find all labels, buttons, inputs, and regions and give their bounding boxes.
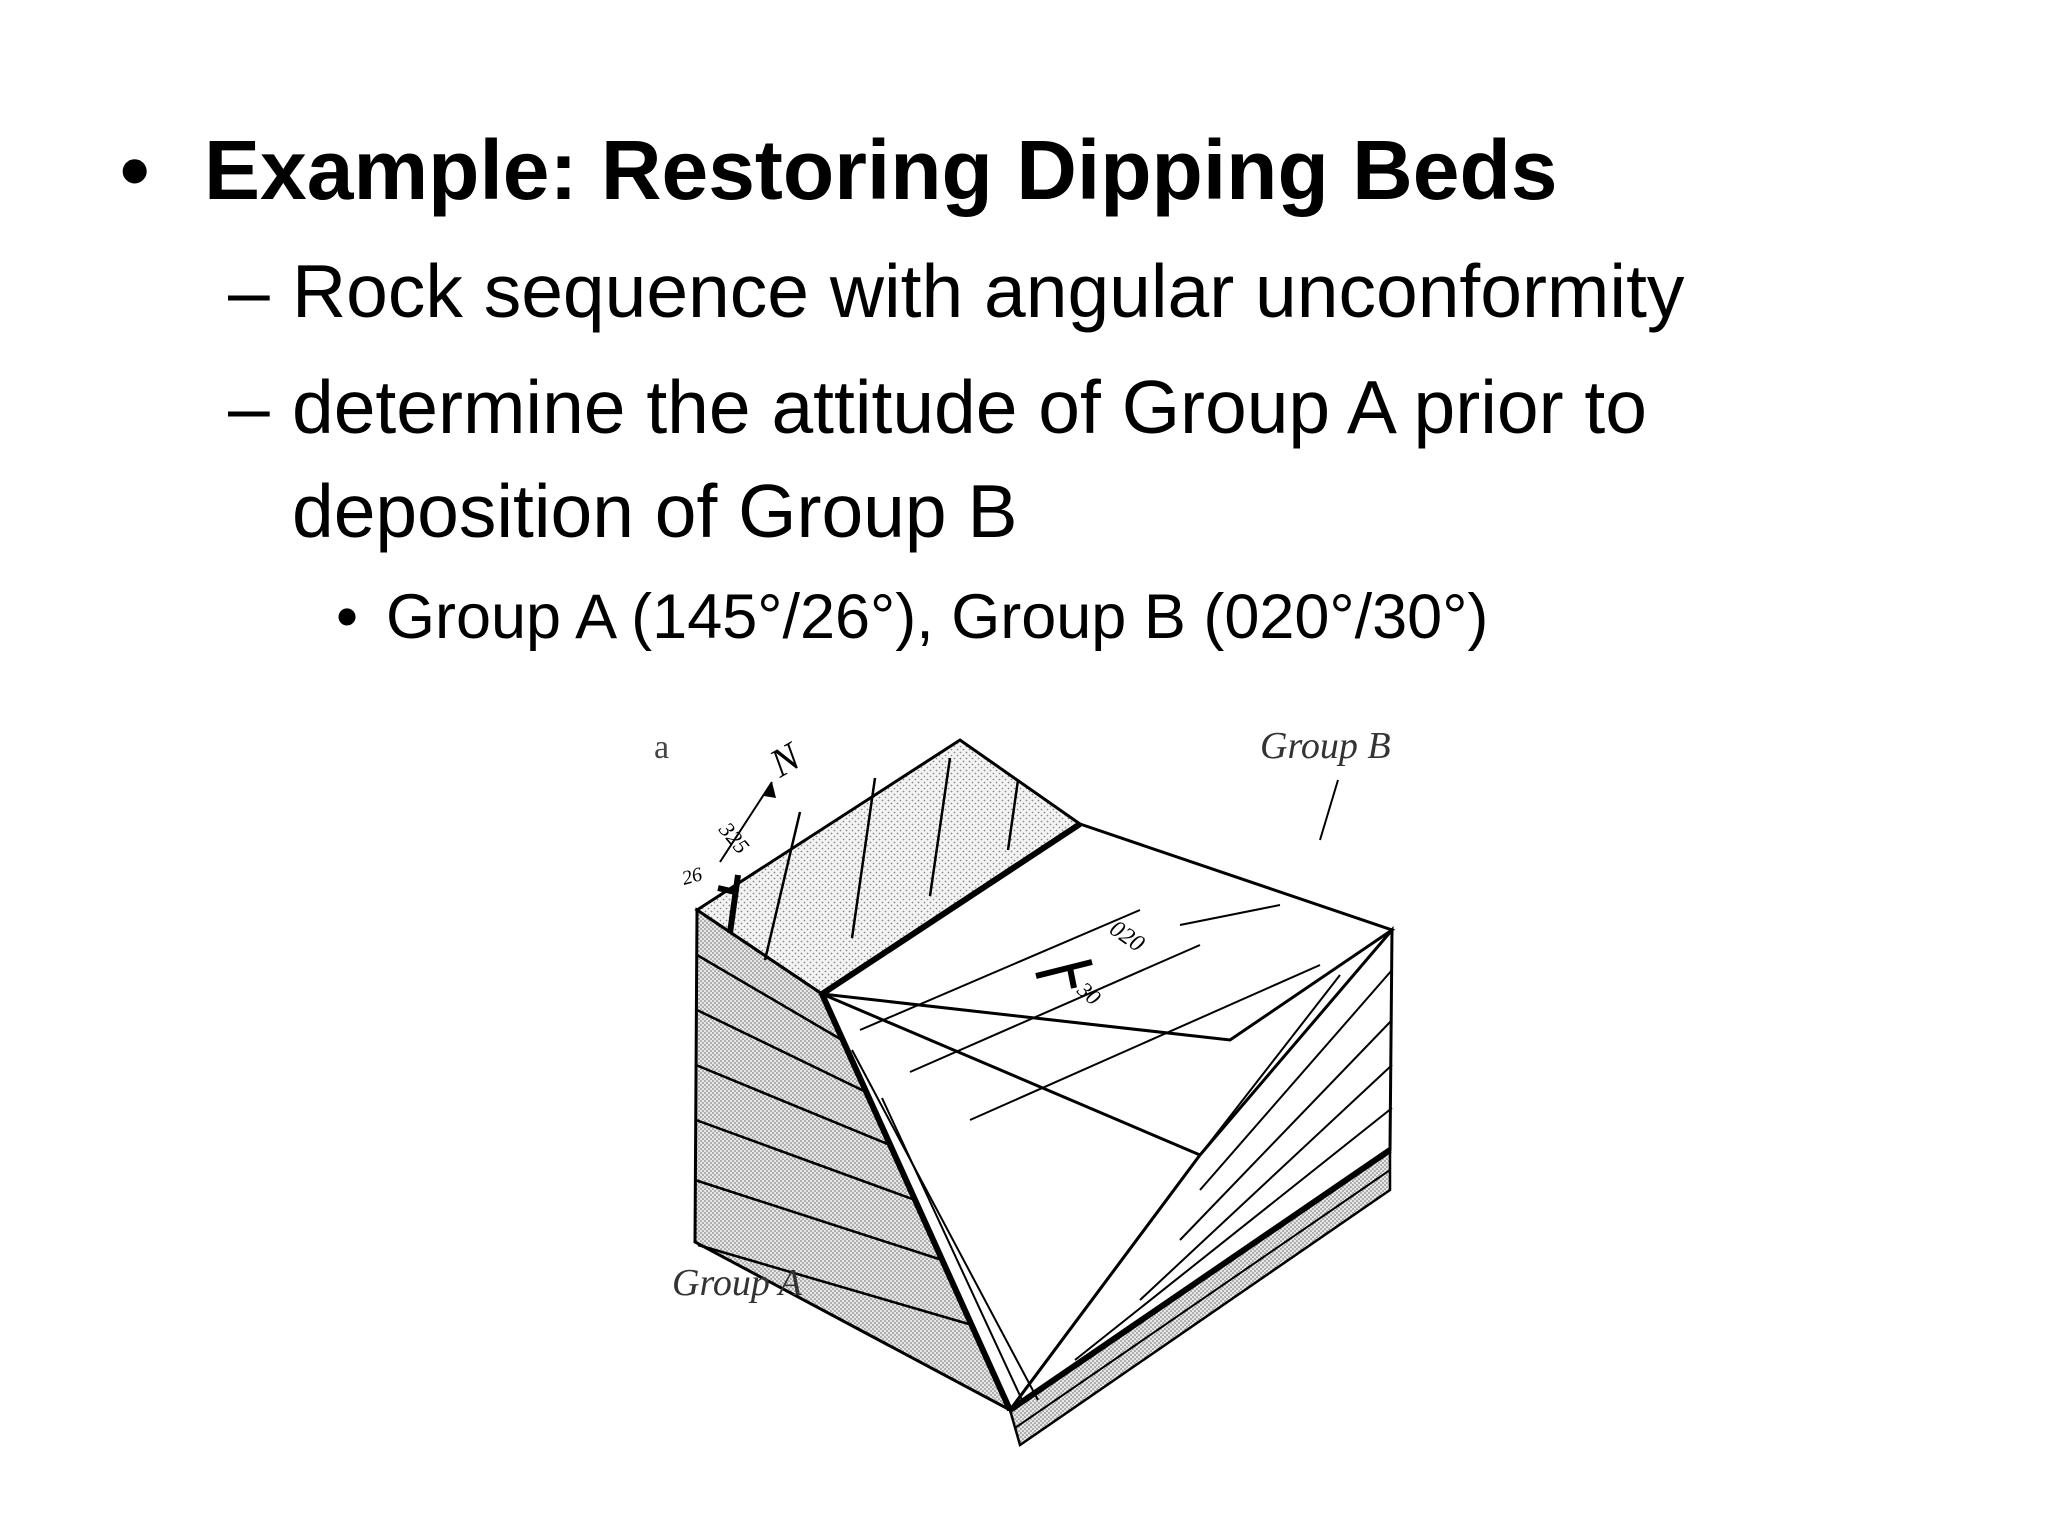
bullet-2-text-line1: determine the attitude of Group A prior … <box>292 365 1647 449</box>
title-bullet: • <box>120 123 150 217</box>
panel-label: a <box>654 729 669 766</box>
group-a-label: Group A <box>672 1262 803 1304</box>
title-text: Example: Restoring Dipping Beds <box>204 123 1558 217</box>
bullet-1-dash: – <box>228 249 270 333</box>
sub-bullet-1-text: Group A (145°/26°), Group B (020°/30°) <box>386 582 1489 652</box>
bullet-2-text-line2: deposition of Group B <box>292 469 1018 553</box>
bullet-1-text: Rock sequence with angular unconformity <box>292 249 1685 333</box>
group-b-leader-line <box>1319 779 1339 841</box>
block-diagram-figure: N 325 26 020 30 a Group B Group A <box>620 700 1520 1460</box>
group-a-dip-label: 26 <box>680 863 705 889</box>
block-diagram: N 325 26 020 30 a Group B Group A <box>654 725 1396 1448</box>
group-a-top-bedding <box>763 757 1020 961</box>
unconformity-surface <box>819 821 1392 1413</box>
group-a-strike-dip-symbol <box>717 874 741 934</box>
group-b-label: Group B <box>1260 725 1391 767</box>
north-arrow-icon <box>719 781 776 863</box>
bullet-2-dash: – <box>228 365 270 449</box>
north-label: N <box>761 732 809 786</box>
group-a-right-bedding <box>1014 1169 1391 1429</box>
group-a-left-bedding <box>694 953 973 1327</box>
group-b-strike-dip-symbol <box>1035 959 1093 989</box>
sub-bullet-1-dot: • <box>336 582 359 652</box>
group-a-strike-label: 325 <box>714 816 755 858</box>
group-b-bedding <box>851 904 1393 1401</box>
